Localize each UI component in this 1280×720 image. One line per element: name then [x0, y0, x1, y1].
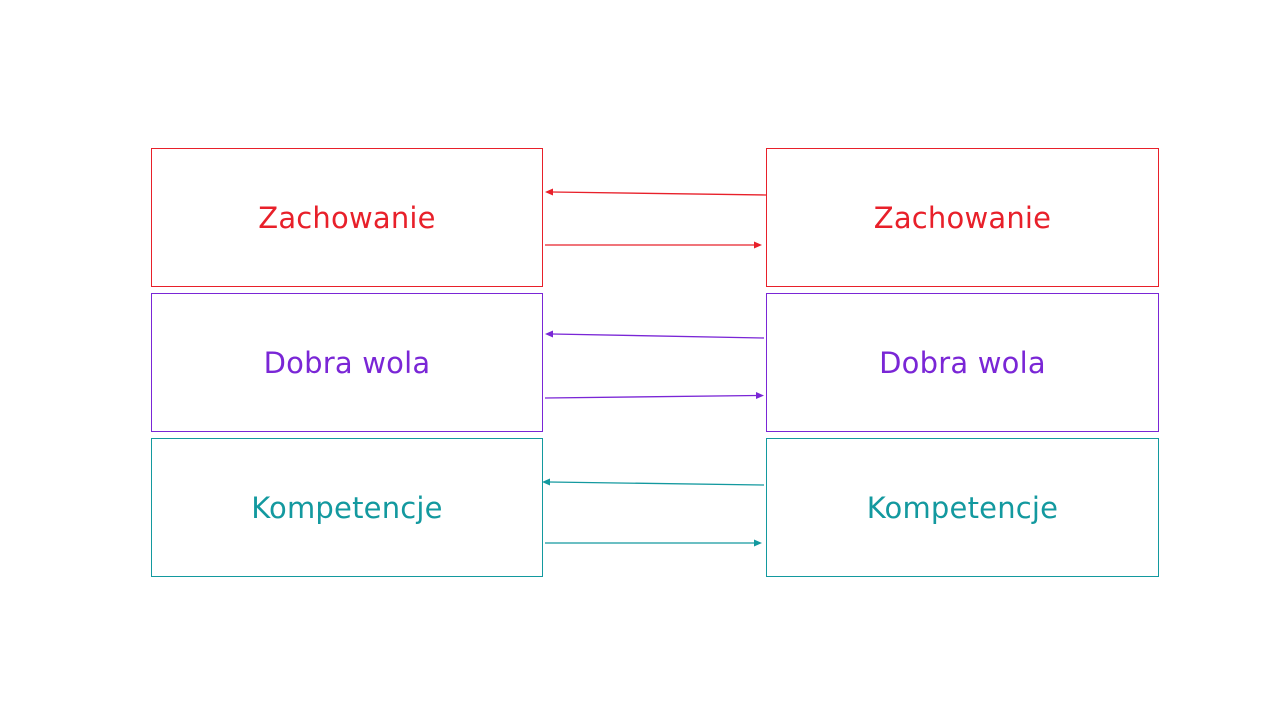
arrow-right-to-left-zachowanie: [551, 191, 767, 196]
arrow-pair-zachowanie: [545, 188, 767, 249]
arrow-pair-dobra-wola: [544, 330, 765, 399]
arrowhead-left-zachowanie: [545, 188, 553, 196]
arrowhead-right-dobra-wola: [756, 392, 764, 399]
box-label: Dobra wola: [879, 345, 1046, 380]
box-right-dobra-wola: Dobra wola: [766, 293, 1159, 432]
box-label: Kompetencje: [866, 490, 1059, 525]
box-label: Kompetencje: [251, 490, 443, 525]
arrowhead-left-dobra-wola: [545, 330, 553, 338]
box-left-dobra-wola: Dobra wola: [151, 293, 543, 432]
arrow-right-to-left-dobra-wola: [551, 333, 765, 339]
box-right-zachowanie: Zachowanie: [766, 148, 1159, 287]
arrowhead-left-kompetencje: [542, 478, 550, 486]
box-left-zachowanie: Zachowanie: [151, 148, 543, 287]
arrow-left-to-right-dobra-wola: [544, 394, 758, 399]
box-label: Dobra wola: [263, 345, 431, 380]
box-label: Zachowanie: [873, 200, 1052, 235]
box-right-kompetencje: Kompetencje: [766, 438, 1159, 577]
arrowhead-right-zachowanie: [754, 241, 762, 249]
arrow-right-to-left-kompetencje: [548, 481, 765, 486]
arrowhead-right-kompetencje: [754, 539, 762, 547]
box-left-kompetencje: Kompetencje: [151, 438, 543, 577]
arrow-pair-kompetencje: [542, 478, 765, 547]
box-label: Zachowanie: [258, 200, 436, 235]
